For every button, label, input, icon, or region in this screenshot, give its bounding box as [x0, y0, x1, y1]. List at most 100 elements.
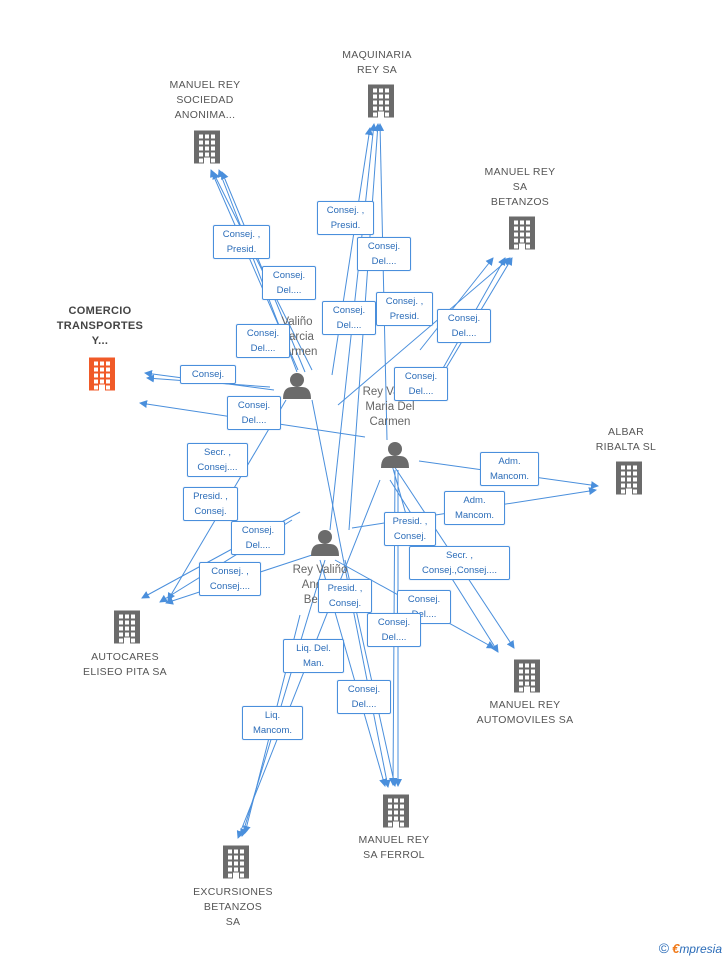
brand-name: mpresia — [679, 942, 722, 956]
relation-box[interactable]: Adm.Mancom. — [444, 491, 505, 525]
relation-text-line: Presid. — [330, 220, 361, 231]
relation-text-line: Del.... — [371, 256, 397, 267]
person-label-line: Maria Del — [365, 401, 415, 413]
company-label-line: AUTOCARES — [91, 651, 159, 663]
relation-text-line: Del.... — [245, 540, 271, 551]
company-label-line: TRANSPORTES — [56, 320, 144, 332]
building-icon[interactable] — [114, 610, 140, 644]
relation-text-line: Consej. — [194, 506, 227, 517]
company-label-line: COMERCIO — [68, 305, 132, 317]
relation-text-line: Consej. — [404, 371, 438, 382]
relation-box[interactable]: Consej.Del.... — [227, 396, 281, 430]
icons-layer — [89, 84, 642, 879]
relation-box[interactable]: Consej.Del.... — [337, 680, 391, 714]
brand-logo-letter: € — [672, 941, 680, 956]
company-label-line: EXCURSIONES — [193, 886, 273, 898]
relation-text-line: Consej. — [332, 305, 366, 316]
relation-text-line: Del.... — [381, 632, 407, 643]
person-label-line: Carmen — [369, 416, 411, 428]
relation-text-line: Presid. — [226, 244, 257, 255]
relation-box[interactable]: Consej. Del.... — [322, 301, 376, 335]
relation-text-line: Secr. , — [446, 550, 473, 561]
company-label-line: ALBAR — [608, 426, 644, 438]
relation-text-line: Consej. — [272, 270, 306, 281]
building-icon[interactable] — [383, 794, 409, 828]
relation-box[interactable]: Consej. Del.... — [367, 613, 421, 647]
relation-text-line: Del.... — [411, 609, 437, 620]
relation-box[interactable]: Presid. , Consej. — [183, 487, 238, 521]
company-label-manuel-rey-automoviles[interactable]: MANUEL REY AUTOMOVILES SA — [455, 698, 595, 728]
relation-text-line: Presid. , — [327, 583, 363, 594]
relation-text-line: Man. — [302, 658, 325, 669]
relation-box[interactable]: Consej. ,Presid. — [317, 201, 374, 235]
relation-text-line: Presid. , — [392, 516, 428, 527]
relation-text-line: Mancom. — [454, 510, 495, 521]
company-label-line: REY SA — [356, 64, 398, 76]
relation-text-line: Consej. — [246, 328, 280, 339]
relation-box[interactable]: Consej. Del.... — [262, 266, 316, 300]
building-icon[interactable] — [509, 216, 535, 250]
relation-text-line: Del.... — [250, 343, 276, 354]
relation-box[interactable]: Consej. Del.... — [231, 521, 285, 555]
relation-text-line: Mancom. — [252, 725, 293, 736]
relation-text-line: Del.... — [336, 320, 362, 331]
relation-text-line: Del.... — [351, 699, 377, 710]
relation-box[interactable]: Consej. , Presid. — [213, 225, 270, 259]
building-icon[interactable] — [368, 84, 394, 118]
relation-text-line: Consej. — [191, 369, 225, 380]
relation-text-line: Consej.... — [209, 581, 251, 592]
person-icon[interactable] — [381, 442, 409, 468]
company-label-autocares[interactable]: AUTOCARES ELISEO PITA SA — [55, 650, 195, 680]
relation-text-line: Adm. — [498, 456, 521, 467]
building-icon[interactable] — [223, 845, 249, 879]
relation-box[interactable]: Liq. Del. Man. — [283, 639, 344, 673]
relation-text-line: Secr. , — [204, 447, 231, 458]
relation-box[interactable]: Liq.Mancom. — [242, 706, 303, 740]
relation-box[interactable]: Adm.Mancom. — [480, 452, 539, 486]
building-icon[interactable] — [194, 130, 220, 164]
building-icon[interactable] — [616, 461, 642, 495]
company-label-line: MANUEL REY — [484, 166, 556, 178]
company-label-line: SA — [512, 181, 528, 193]
relation-box[interactable]: Consej. ,Presid. — [376, 292, 433, 326]
relation-text-line: Del.... — [408, 386, 434, 397]
relation-box[interactable]: Consej.Del.... — [357, 237, 411, 271]
relation-text-line: Liq. Del. — [296, 643, 331, 654]
brand-watermark: ©€mpresia — [659, 940, 722, 956]
building-icon[interactable] — [89, 357, 115, 391]
relation-box[interactable]: Consej. Del.... — [394, 367, 448, 401]
relation-box[interactable]: Presid. ,Consej. — [318, 579, 372, 613]
relation-text-line: Presid. , — [193, 491, 228, 502]
relation-box[interactable]: Secr. ,Consej.,Consej.... — [409, 546, 510, 580]
relation-text-line: Del.... — [276, 285, 302, 296]
relation-text-line: Consej. — [241, 525, 275, 536]
company-label-comercio[interactable]: COMERCIO TRANSPORTES Y... — [30, 304, 170, 349]
relation-box[interactable]: Consej.Del.... — [437, 309, 491, 343]
relation-box[interactable]: Presid. ,Consej. — [384, 512, 436, 546]
relation-box[interactable]: Consej. ,Consej.... — [199, 562, 261, 596]
person-icon[interactable] — [283, 373, 311, 399]
relation-box[interactable]: Consej. Del.... — [236, 324, 290, 358]
company-label-line: BETANZOS — [203, 901, 263, 913]
building-icon[interactable] — [514, 659, 540, 693]
company-label-line: Y... — [91, 335, 109, 347]
relation-text-line: Consej. — [377, 617, 411, 628]
person-icon[interactable] — [311, 530, 339, 556]
relation-edge — [376, 123, 388, 441]
person-label-line: Rey Valiño — [292, 564, 348, 576]
company-label-line: AUTOMOVILES SA — [476, 714, 574, 726]
relation-text-line: Consej. , — [222, 229, 261, 240]
company-label-line: ELISEO PITA SA — [83, 666, 167, 678]
relation-box[interactable]: Consej. — [180, 365, 236, 384]
relation-text-line: Consej. , — [385, 296, 424, 307]
relation-text-line: Consej.... — [197, 462, 238, 473]
company-label-line: MANUEL REY — [489, 699, 561, 711]
relation-box[interactable]: Secr. , Consej.... — [187, 443, 248, 477]
